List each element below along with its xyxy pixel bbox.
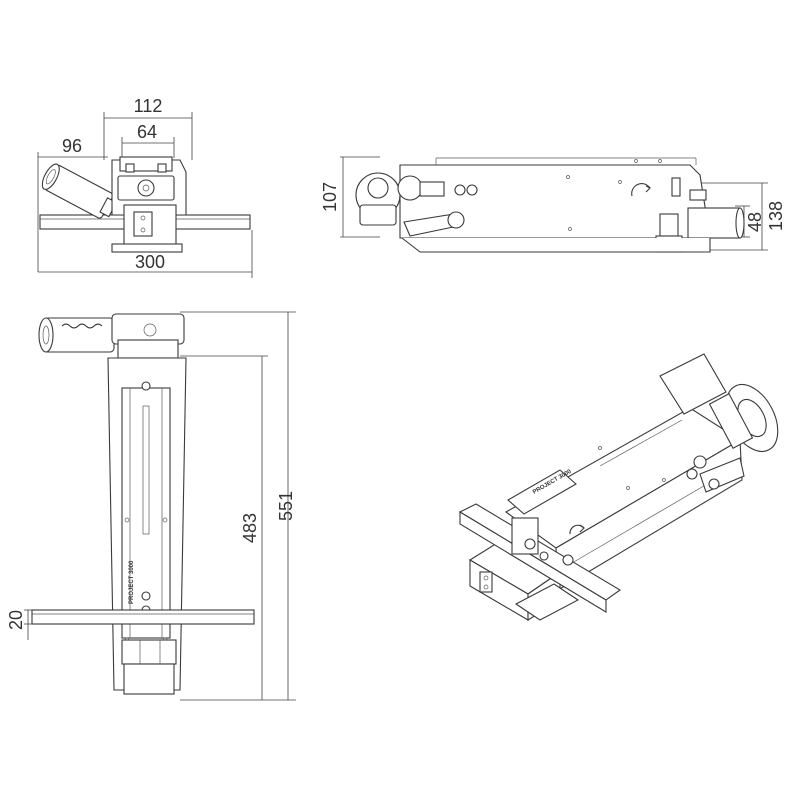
top-view: 112 64 96 300 bbox=[37, 96, 253, 278]
side-view: 107 138 48 bbox=[320, 156, 786, 253]
dim-20: 20 bbox=[6, 610, 26, 630]
dim-112: 112 bbox=[134, 96, 163, 116]
front-view: 551 483 20 PROJECT 3000 bbox=[6, 311, 296, 701]
dim-138: 138 bbox=[766, 201, 786, 231]
dim-107: 107 bbox=[320, 182, 340, 212]
dim-483: 483 bbox=[240, 513, 260, 543]
logo-text: PROJECT 3000 bbox=[129, 560, 135, 604]
isometric-view: PROJECT 3000 bbox=[458, 353, 779, 621]
dim-64: 64 bbox=[137, 122, 157, 142]
dim-48: 48 bbox=[745, 212, 765, 232]
dim-551: 551 bbox=[276, 491, 296, 521]
dim-300: 300 bbox=[135, 252, 165, 272]
dim-96: 96 bbox=[62, 136, 82, 156]
